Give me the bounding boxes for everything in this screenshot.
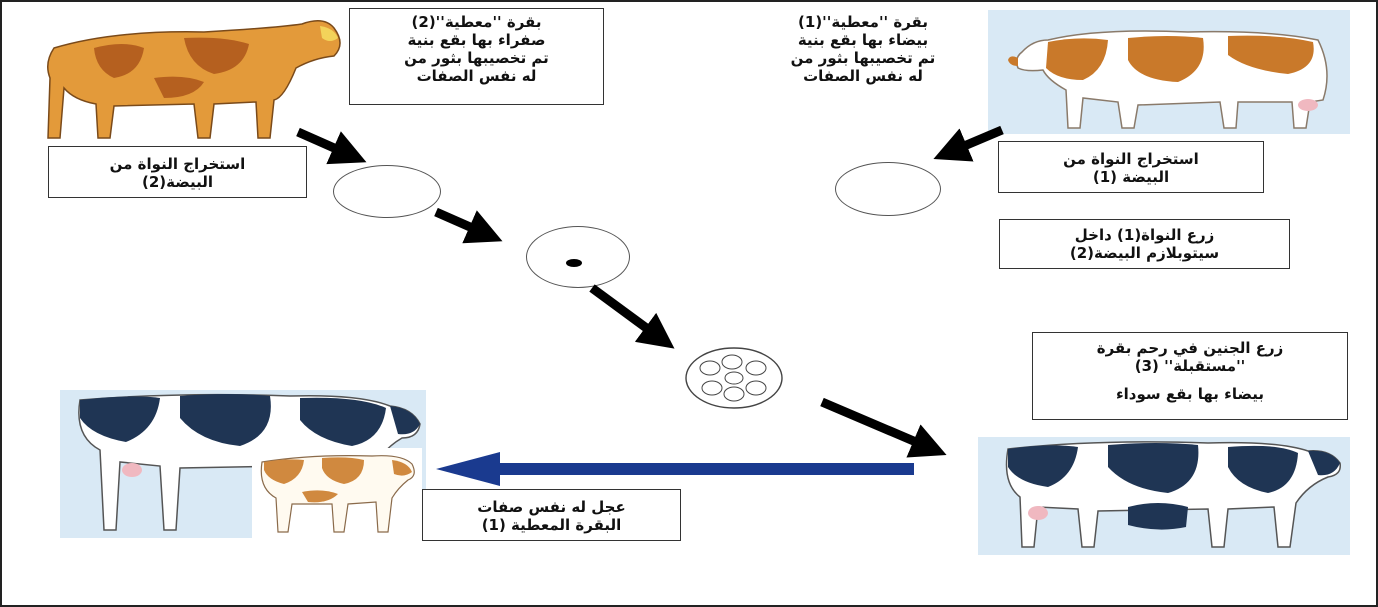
implant-nucleus-box: زرع النواة(1) داخل سيتوبلازم البيضة(2) (999, 219, 1290, 269)
result-cow-drawing (78, 393, 421, 531)
extract-nucleus-1-box: استخراج النواة من البيضة (1) (998, 141, 1264, 193)
surrogate-line1: زرع الجنين في رحم بقرة (1096, 339, 1284, 357)
donor-1-line2: بيضاء بها بقع بنية (797, 31, 929, 49)
surrogate-box: زرع الجنين في رحم بقرة ''مستقبلة'' (3) ب… (1032, 332, 1348, 420)
calf-line2: البقرة المعطية (1) (481, 516, 622, 534)
implant-line2: سيتوبلازم البيضة(2) (1069, 244, 1220, 262)
donor-2-line3: تم تخصيبها بثور من (404, 49, 549, 67)
extract-2-line2: البيضة(2) (141, 173, 214, 191)
donor-cow-2-drawing (47, 20, 341, 139)
extract-1-line2: البيضة (1) (1092, 168, 1170, 186)
egg-cell-1 (835, 162, 941, 216)
nucleus (566, 259, 582, 267)
donor-cow-2-image (34, 8, 346, 146)
donor-2-description: بقرة ''معطية''(2) صفراء بها بقع بنية تم … (349, 8, 604, 105)
surrogate-line2: ''مستقبلة'' (3) (1134, 357, 1246, 375)
surrogate-line3: بيضاء بها بقع سوداء (1115, 385, 1264, 403)
surrogate-cow-image (978, 437, 1350, 555)
donor-cow-1-drawing (1008, 30, 1328, 129)
donor-1-title: بقرة ''معطية''(1) (798, 13, 928, 31)
extract-1-line1: استخراج النواة من (1063, 150, 1199, 168)
implant-line1: زرع النواة(1) داخل (1074, 226, 1215, 244)
donor-1-line4: له نفس الصفات (803, 67, 923, 85)
extract-nucleus-2-box: استخراج النواة من البيضة(2) (48, 146, 307, 198)
donor-2-line4: له نفس الصفات (416, 67, 537, 85)
calf-drawing (252, 448, 422, 538)
calf-result-box: عجل له نفس صفات البقرة المعطية (1) (422, 489, 681, 541)
donor-2-line2: صفراء بها بقع بنية (407, 31, 546, 49)
fused-egg-cell (526, 226, 630, 288)
result-cow-and-calf-image (60, 390, 426, 538)
extract-2-line1: استخراج النواة من (109, 155, 246, 173)
calf-line1: عجل له نفس صفات (477, 498, 626, 516)
donor-cow-1-image (988, 10, 1350, 134)
donor-1-description: بقرة ''معطية''(1) بيضاء بها بقع بنية تم … (744, 8, 982, 104)
egg-cell-2 (333, 165, 441, 218)
surrogate-cow-drawing (1005, 441, 1341, 548)
donor-2-title: بقرة ''معطية''(2) (411, 13, 542, 31)
donor-1-line3: تم تخصيبها بثور من (790, 49, 936, 67)
